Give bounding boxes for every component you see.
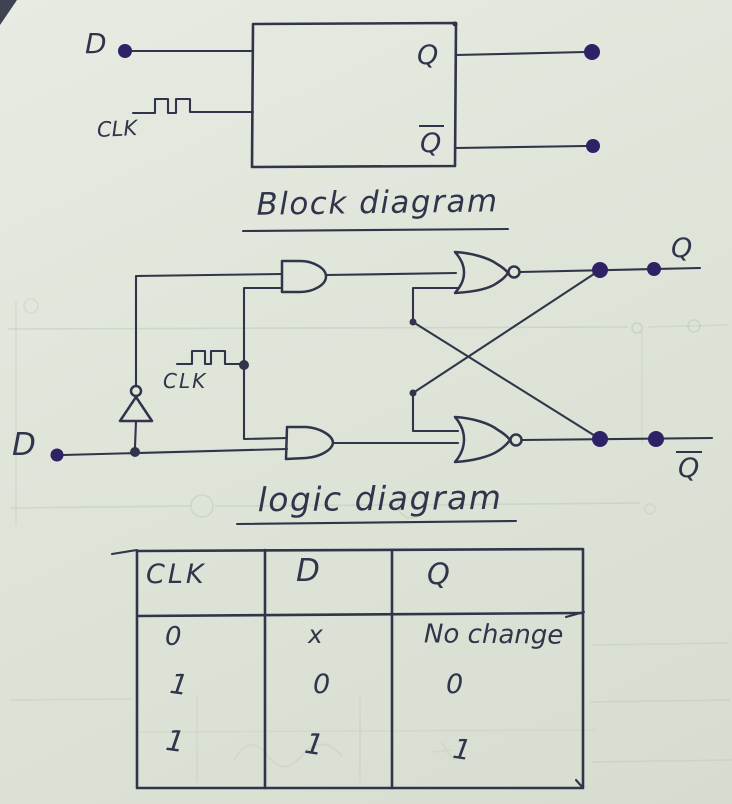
logic-qbar-overline: [676, 451, 702, 453]
pen-overshoot: [564, 610, 586, 619]
table-cell: No change: [423, 619, 564, 651]
nor-bottom-feedback-wire: [411, 391, 460, 433]
pen-overshoot: [574, 778, 585, 790]
qbar-terminal-dot: [586, 139, 600, 153]
table-header-d: D: [296, 553, 320, 589]
paper-ghost-marks: [7, 298, 732, 782]
pen-overshoot: [110, 548, 139, 556]
table-header-q: Q: [427, 557, 450, 591]
block-clk-label: CLK: [96, 115, 138, 143]
table-cell: 0: [446, 669, 464, 700]
and-gate-top: [280, 259, 328, 294]
table-cell: 0: [165, 622, 182, 652]
nor-bottom-bubble: [509, 433, 523, 447]
not-gate-output-wire: [134, 272, 284, 388]
not-gate-input-wire: [133, 419, 138, 449]
nor-gate-top: [453, 250, 510, 295]
not-gate-bubble: [129, 384, 143, 398]
block-diagram: [118, 21, 600, 233]
logic-clk-label: CLK: [163, 369, 208, 393]
table-cell: 0: [313, 669, 331, 700]
logic-qbar-label: Q: [678, 453, 700, 484]
qbar-terminal-dot: [648, 431, 664, 447]
block-qbar-label: Q: [420, 128, 442, 159]
block-qbar-overline: [419, 125, 444, 127]
block-d-label: D: [85, 27, 107, 60]
not-gate: [118, 395, 154, 423]
logic-q-label: Q: [671, 233, 693, 264]
logic-caption-underline: [235, 519, 518, 526]
table-header-divider: [135, 611, 585, 618]
clock-pulse-icon: [175, 349, 246, 366]
cross-wire-q-to-bottom: [411, 268, 602, 395]
junction-dot: [130, 447, 140, 457]
d-terminal-dot: [50, 448, 64, 462]
table-cell: x: [308, 620, 323, 649]
block-diagram-caption: Block diagram: [256, 183, 499, 223]
and-gate-bottom: [284, 425, 335, 461]
d-terminal-dot: [118, 44, 132, 58]
block-q-label: Q: [417, 40, 439, 71]
q-terminal-dot: [584, 44, 600, 60]
q-output-wire: [454, 50, 587, 57]
truth-table-grid: [110, 547, 586, 790]
logic-diagram: [50, 250, 714, 526]
page-corner-mark: [0, 0, 17, 25]
q-terminal-dot: [647, 262, 661, 276]
block-caption-underline: [241, 227, 510, 233]
flipflop-box: [250, 21, 458, 169]
cross-wire-qbar-to-top: [411, 320, 602, 441]
nor-gate-bottom: [453, 415, 512, 464]
logic-diagram-caption: logic diagram: [257, 477, 503, 520]
q-output-wire: [518, 266, 702, 274]
logic-d-label: D: [12, 427, 36, 463]
clk-distribution-wire: [242, 286, 289, 441]
table-header-clk: CLK: [146, 559, 207, 590]
qbar-output-wire: [454, 144, 588, 150]
d-input-wire: [61, 447, 289, 457]
nor-top-bubble: [507, 265, 521, 279]
qbar-node-dot: [592, 431, 608, 447]
and-top-output-wire: [324, 271, 458, 277]
q-node-dot: [592, 262, 608, 278]
pen-blob: [452, 21, 458, 27]
nor-top-feedback-wire: [411, 286, 459, 324]
qbar-output-wire: [520, 436, 714, 442]
clock-pulse-icon: [131, 97, 255, 115]
